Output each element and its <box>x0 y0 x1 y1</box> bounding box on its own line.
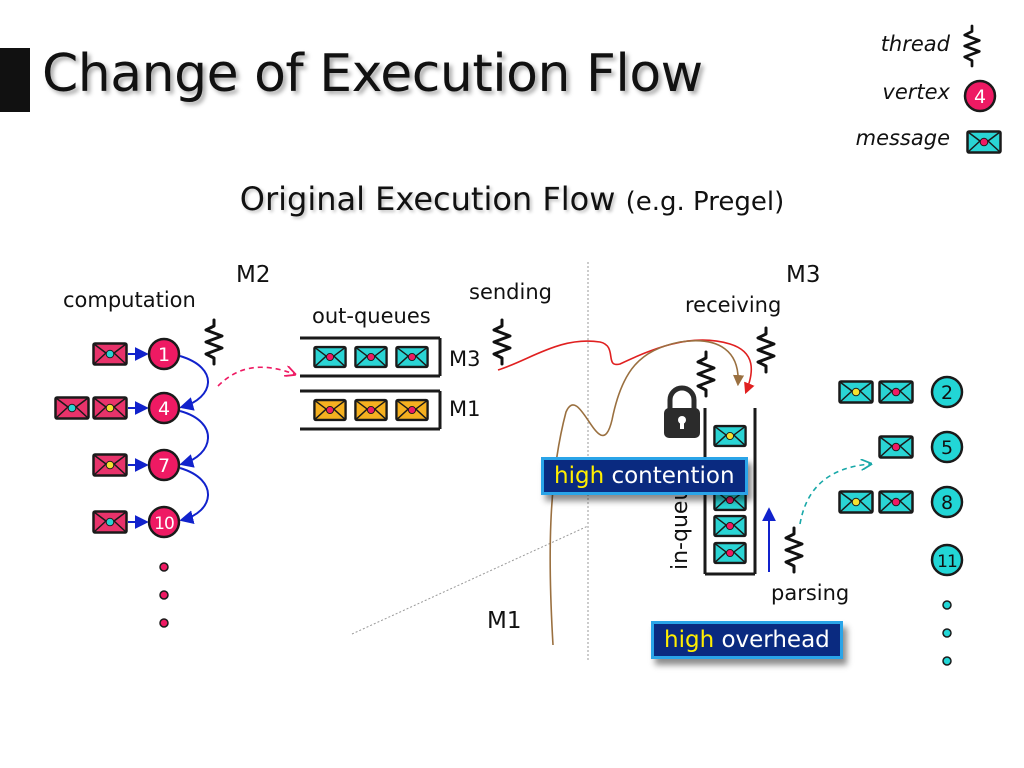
machine-m1-label: M1 <box>487 608 522 634</box>
m3-vertex: 11 <box>930 543 964 577</box>
m3-vertex-number: 5 <box>941 437 953 459</box>
m3-vertex-number: 8 <box>941 492 953 514</box>
receiving-thread-icon <box>696 350 716 398</box>
lock-icon <box>664 385 700 438</box>
out-queue-m3 <box>300 336 442 378</box>
m2-vertex-number: 10 <box>154 514 174 534</box>
message-icon <box>966 130 1002 154</box>
out-queue-m3-label: M3 <box>449 347 481 371</box>
sending-label: sending <box>469 280 552 304</box>
out-queue-m1-label: M1 <box>449 397 481 421</box>
message-icon <box>878 435 914 459</box>
message-icon <box>54 396 90 420</box>
message-icon <box>92 453 128 477</box>
m3-vertex: 5 <box>930 430 964 464</box>
m2-vertex-number: 1 <box>158 344 170 366</box>
message-icon <box>92 396 128 420</box>
legend-vertex-icon: 4 <box>963 79 997 113</box>
subtitle-main: Original Execution Flow <box>239 180 616 218</box>
thread-icon <box>963 24 981 68</box>
machine-m2-label: M2 <box>236 262 271 288</box>
message-icon <box>713 424 747 448</box>
sending-thread-icon <box>492 318 512 366</box>
message-icon <box>838 380 874 404</box>
computation-thread-icon <box>204 318 224 366</box>
m2-vertex: 7 <box>147 448 181 482</box>
receiving-thread-icon <box>756 326 776 374</box>
message-icon <box>92 342 128 366</box>
m3-vertex: 2 <box>930 375 964 409</box>
contention-text: contention <box>604 463 735 489</box>
message-icon <box>878 490 914 514</box>
title-accent-bar <box>0 48 30 112</box>
legend-vertex-label: vertex <box>882 80 950 104</box>
legend-message-label: message <box>855 126 950 150</box>
m3-vertex-number: 2 <box>941 382 953 404</box>
message-icon <box>313 398 347 422</box>
legend-thread-label: thread <box>880 32 950 56</box>
overhead-text: overhead <box>714 627 830 653</box>
message-icon <box>395 398 429 422</box>
message-icon <box>354 345 388 369</box>
high-contention-callout: high contention <box>541 457 748 495</box>
message-icon <box>878 380 914 404</box>
m2-vertex-number: 7 <box>158 455 170 477</box>
receiving-label: receiving <box>685 293 782 317</box>
high-overhead-callout: high overhead <box>651 621 843 659</box>
m3-more-dots <box>942 600 952 666</box>
message-icon <box>713 514 747 538</box>
legend-vertex-number: 4 <box>974 86 986 108</box>
message-icon <box>354 398 388 422</box>
m2-vertex: 4 <box>147 391 181 425</box>
m2-vertex: 10 <box>147 505 181 539</box>
parsing-label: parsing <box>771 581 850 605</box>
overhead-highlight: high <box>664 627 715 653</box>
out-queues-label: out-queues <box>312 304 431 328</box>
m3-vertex-number: 11 <box>937 552 957 572</box>
message-icon <box>395 345 429 369</box>
subtitle-note: (e.g. Pregel) <box>625 187 785 217</box>
out-queue-m1 <box>300 389 442 431</box>
parsing-thread-icon <box>784 526 804 574</box>
slide-title: Change of Execution Flow <box>42 44 703 104</box>
m2-vertex: 1 <box>147 337 181 371</box>
message-icon <box>92 510 128 534</box>
m2-more-dots <box>159 562 169 628</box>
m2-vertex-number: 4 <box>158 398 170 420</box>
machine-m3-label: M3 <box>786 262 821 288</box>
message-icon <box>713 541 747 565</box>
subtitle: Original Execution Flow (e.g. Pregel) <box>0 180 1024 218</box>
computation-label: computation <box>63 288 196 312</box>
message-icon <box>838 490 874 514</box>
message-icon <box>313 345 347 369</box>
contention-highlight: high <box>554 463 605 489</box>
machine-divider-diagonal <box>351 525 589 635</box>
m3-vertex: 8 <box>930 485 964 519</box>
